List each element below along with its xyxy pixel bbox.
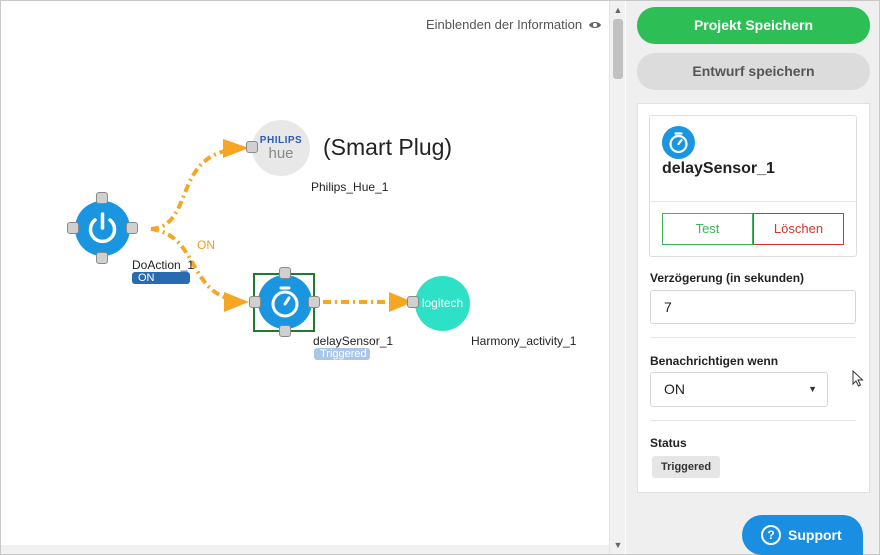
connection-handle[interactable] <box>96 252 108 264</box>
notify-select-value: ON <box>664 381 685 397</box>
edge-arrowhead <box>224 292 249 312</box>
connection-handle[interactable] <box>67 222 79 234</box>
mouse-cursor-icon <box>852 370 864 387</box>
horizontal-scrollbar[interactable] <box>1 545 609 554</box>
edge-doaction-to-delay <box>150 227 242 303</box>
status-label: Status <box>650 436 687 450</box>
connection-handle[interactable] <box>308 296 320 308</box>
support-label: Support <box>788 527 842 543</box>
delay-sensor-node[interactable] <box>258 275 312 329</box>
test-button[interactable]: Test <box>662 213 753 245</box>
scroll-down-arrow-icon[interactable]: ▼ <box>613 540 623 550</box>
divider <box>650 337 856 338</box>
scroll-up-arrow-icon[interactable]: ▲ <box>613 5 623 15</box>
eye-icon <box>589 21 602 28</box>
delay-input[interactable]: 7 <box>650 290 856 324</box>
connection-handle[interactable] <box>126 222 138 234</box>
delay-sensor-status-badge: Triggered <box>314 348 370 360</box>
show-info-toggle[interactable]: Einblenden der Information <box>426 17 602 32</box>
doaction-label: DoAction_1 <box>132 258 195 272</box>
status-badge: Triggered <box>652 456 721 478</box>
notify-select[interactable]: ON ▼ <box>650 372 828 407</box>
philips-hue-node[interactable]: PHILIPS hue <box>252 120 310 176</box>
stopwatch-icon <box>662 126 695 159</box>
connection-handle[interactable] <box>249 296 261 308</box>
divider <box>650 201 856 202</box>
edge-doaction-to-hue <box>150 147 242 231</box>
harmony-node[interactable]: logitech <box>415 276 470 331</box>
vertical-scrollbar[interactable]: ▲ ▼ <box>609 1 625 554</box>
logitech-logo-text: logitech <box>421 296 464 310</box>
question-icon: ? <box>761 525 781 545</box>
connection-handle[interactable] <box>279 267 291 279</box>
edge-arrowhead <box>389 292 413 312</box>
node-card-title: delaySensor_1 <box>662 160 775 177</box>
connection-handle[interactable] <box>96 192 108 204</box>
edges-layer <box>150 139 413 312</box>
hue-logo-text: hue <box>268 145 294 162</box>
smart-plug-annotation: (Smart Plug) <box>323 134 453 160</box>
edge-condition-label: ON <box>197 238 215 252</box>
stopwatch-icon <box>271 286 299 318</box>
doaction-node[interactable] <box>75 201 130 256</box>
harmony-label: Harmony_activity_1 <box>471 334 577 348</box>
connection-handle[interactable] <box>407 296 419 308</box>
philips-hue-label: Philips_Hue_1 <box>311 180 389 194</box>
philips-logo-text: PHILIPS <box>259 135 303 146</box>
show-info-label: Einblenden der Information <box>426 17 583 32</box>
delete-button[interactable]: Löschen <box>753 213 844 245</box>
flow-canvas[interactable] <box>1 1 609 553</box>
scroll-thumb[interactable] <box>613 19 623 79</box>
save-draft-button[interactable]: Entwurf speichern <box>637 53 870 90</box>
notify-label: Benachrichtigen wenn <box>650 354 779 368</box>
power-icon <box>88 212 117 244</box>
connection-handle[interactable] <box>279 325 291 337</box>
divider <box>650 420 856 421</box>
delay-sensor-label: delaySensor_1 <box>313 334 394 348</box>
caret-down-icon: ▼ <box>808 384 817 394</box>
connection-handle[interactable] <box>246 141 258 153</box>
edge-arrowhead <box>223 139 249 158</box>
doaction-status-badge: ON <box>132 272 190 284</box>
save-project-button[interactable]: Projekt Speichern <box>637 7 870 44</box>
delay-label: Verzögerung (in sekunden) <box>650 271 805 285</box>
